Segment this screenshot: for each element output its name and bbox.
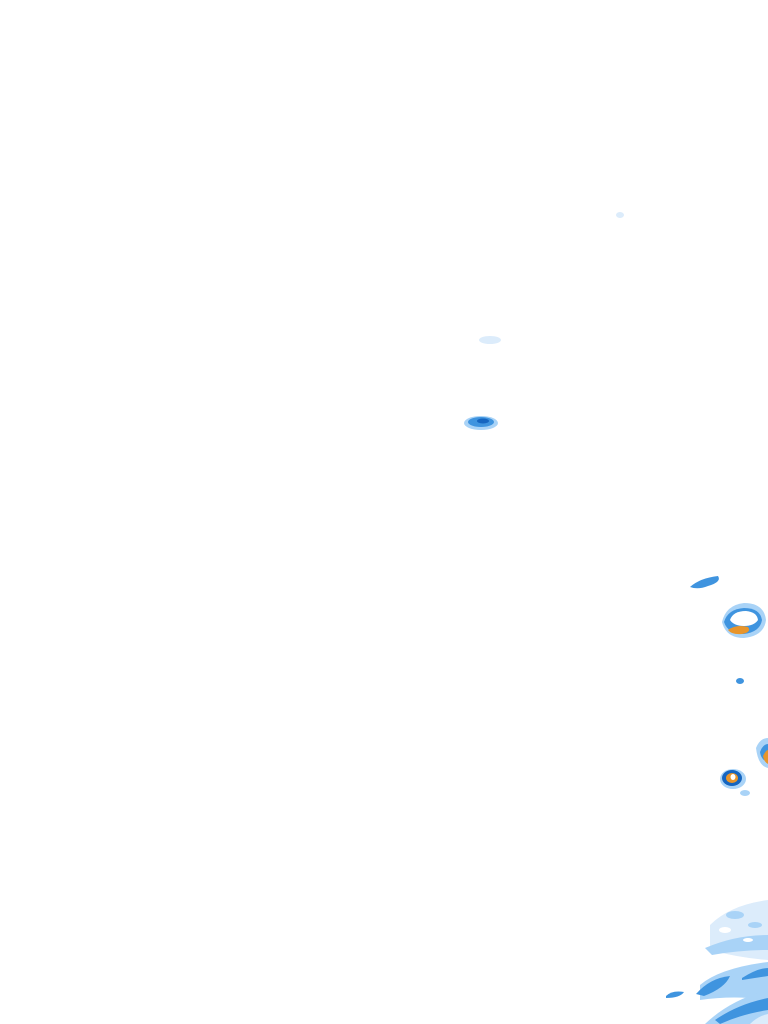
precip-cell [464, 416, 498, 430]
storm-cell [720, 769, 750, 796]
precip-cell [690, 576, 719, 589]
precip-cell [616, 212, 624, 218]
storm-cell [722, 603, 766, 638]
precip-cell [736, 678, 744, 684]
rain-band [666, 900, 768, 1024]
precip-cell [479, 336, 501, 344]
storm-cell [756, 738, 768, 768]
